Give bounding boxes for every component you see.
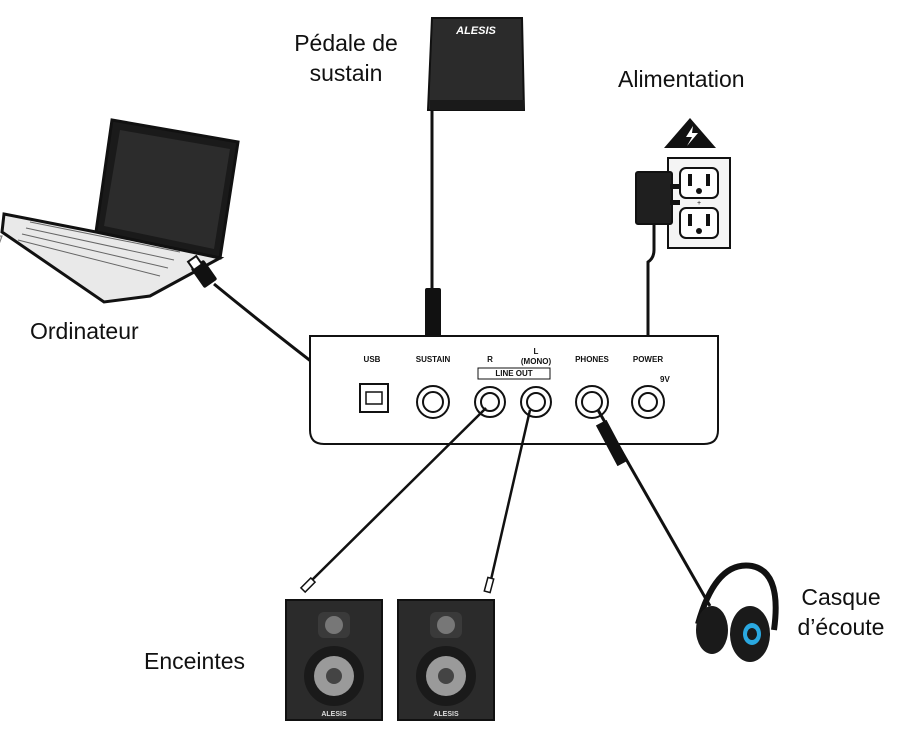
panel-label-sustain: SUSTAIN — [416, 355, 451, 364]
callout-headphones-line1: Casque — [801, 584, 881, 610]
power-adapter-icon — [635, 171, 680, 225]
speaker-cable-right — [309, 407, 487, 583]
panel-label-line-out: LINE OUT — [495, 369, 532, 378]
panel-label-power: POWER — [633, 355, 663, 364]
callout-sustain-pedal: Pédale de sustain — [284, 28, 408, 88]
wall-outlet-icon: + — [667, 157, 731, 249]
svg-text:+: + — [697, 200, 701, 207]
callout-headphones: Casque d’écoute — [778, 582, 904, 642]
panel-label-mono: (MONO) — [521, 357, 552, 366]
usb-plug-icon — [186, 254, 217, 288]
high-voltage-warning-icon — [664, 118, 716, 148]
speaker-right-icon: ALESIS — [397, 599, 495, 721]
speaker-cable-left — [488, 409, 532, 585]
callout-sustain-pedal-line1: Pédale de — [294, 30, 398, 56]
speaker-left-brand: ALESIS — [321, 711, 347, 718]
speaker-left-icon: ALESIS — [285, 599, 383, 721]
callout-computer: Ordinateur — [30, 318, 139, 344]
sustain-jack — [416, 385, 450, 419]
line-out-r-jack — [474, 386, 506, 418]
pedal-brand-logo: ALESIS — [455, 25, 496, 37]
panel-label-phones: PHONES — [575, 355, 609, 364]
speaker-right-brand: ALESIS — [433, 711, 459, 718]
sustain-pedal-icon: ALESIS — [426, 17, 526, 111]
laptop-icon — [0, 118, 240, 304]
power-jack — [631, 385, 665, 419]
panel-label-usb: USB — [364, 355, 381, 364]
panel-label-r: R — [487, 355, 493, 364]
sustain-pedal-plug — [425, 288, 441, 338]
phones-jack — [575, 385, 609, 419]
callout-sustain-pedal-line2: sustain — [309, 60, 383, 86]
line-out-l-jack — [520, 386, 552, 418]
panel-label-voltage: 9V — [660, 375, 670, 384]
headphones-icon — [695, 562, 779, 662]
power-cable — [646, 224, 656, 362]
panel-label-l: L — [534, 347, 539, 356]
callout-power: Alimentation — [618, 66, 745, 92]
callout-speakers: Enceintes — [144, 648, 246, 674]
rear-panel: USB SUSTAIN R L (MONO) LINE OUT PHONES — [309, 335, 719, 445]
callout-headphones-line2: d’écoute — [797, 614, 885, 640]
